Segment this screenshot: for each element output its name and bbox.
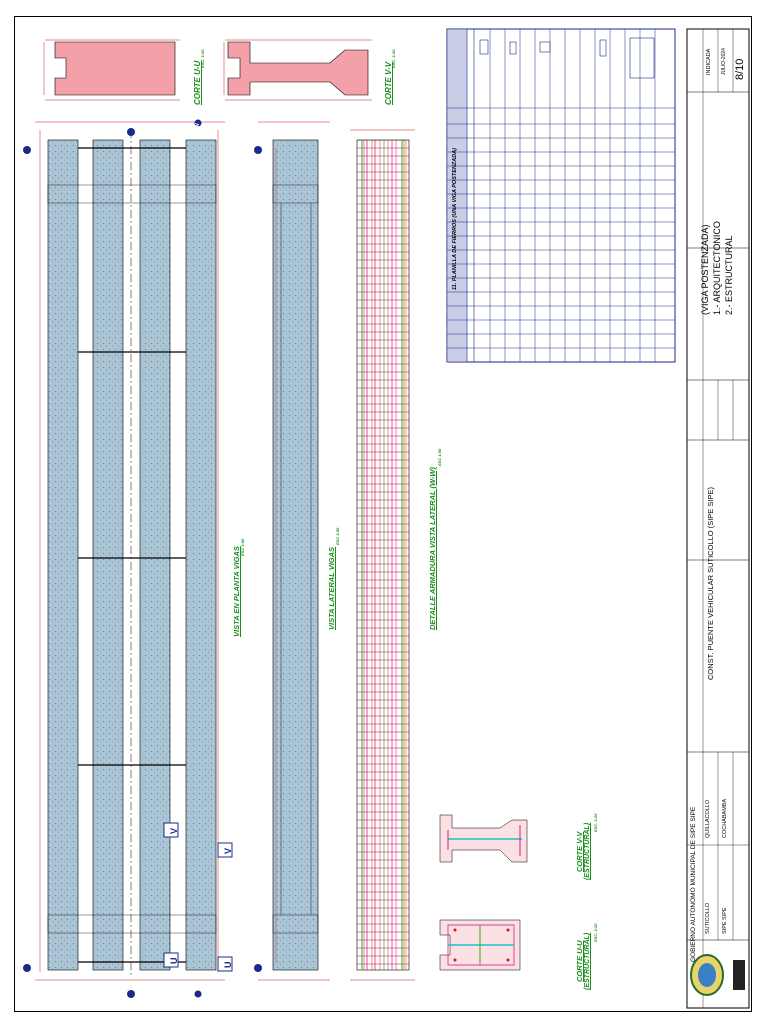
section-marker-u: U xyxy=(169,957,179,965)
corte-vv-section xyxy=(223,39,372,101)
tb-project: CONST. PUENTE VEHICULAR SUTICOLLO (SIPE … xyxy=(706,487,715,680)
planta-scale: ESC 1:50 xyxy=(240,538,245,556)
corte-uu-est-title: CORTE U-U xyxy=(575,940,584,982)
corte-vv-est-scale: ESC. 1:20 xyxy=(593,813,598,832)
title-block-frame xyxy=(686,28,750,1009)
tb-province: QUILLACOLLO xyxy=(705,799,711,838)
tb-content-2: 1.- ARQUITECTONICO xyxy=(712,221,722,315)
sheet-border xyxy=(14,16,752,1012)
armadura-scale: ESC 1:50 xyxy=(437,448,442,466)
table-title: 11. PLANILLA DE FIERROS (UNA VIGA POSTEN… xyxy=(452,148,458,290)
rebar-schedule-table xyxy=(446,28,676,363)
section-marker-w: W xyxy=(195,123,201,128)
tb-entity: GOBIERNO AUTONOMO MUNICIPAL DE SIPE SIPE xyxy=(690,806,697,962)
corte-vv-title: CORTE V-V xyxy=(384,61,393,105)
corte-uu-structural xyxy=(439,919,521,971)
reinforcement-detail xyxy=(350,129,415,981)
armadura-title: DETALLE ARMADURA VISTA LATERAL (W-W) xyxy=(428,467,437,630)
tb-municipality: SIPE SIPE xyxy=(722,907,728,934)
municipal-logo xyxy=(690,954,745,996)
section-marker-u-2: U xyxy=(223,961,233,969)
lateral-title: VISTA LATERAL VIGAS xyxy=(327,546,336,630)
corte-uu-est-scale: ESC. 1:20 xyxy=(593,923,598,942)
lateral-scale: ESC 1:50 xyxy=(335,527,340,545)
tb-community: SUTICOLLO xyxy=(705,902,711,934)
section-marker-v-2: V xyxy=(223,847,233,854)
tb-content-1: (VIGA POSTENZADA) xyxy=(700,224,710,315)
corte-vv-est-subtitle: (ESTRUCTURAL) xyxy=(584,822,591,880)
tb-department: COCHABAMBA xyxy=(722,798,728,838)
tb-sheet: 8/10 xyxy=(734,58,746,80)
tb-date: JULIO-2024 xyxy=(721,48,727,75)
corte-vv-scale: ESC. 1:20 xyxy=(391,49,396,68)
planta-title: VISTA EN PLANTA VIGAS xyxy=(232,546,241,637)
plan-view-beams xyxy=(23,119,233,998)
corte-uu-section xyxy=(43,39,180,101)
corte-vv-est-title: CORTE V-V xyxy=(575,831,584,872)
corte-uu-scale: ESC. 1:20 xyxy=(200,49,205,68)
tb-content-3: 2.- ESTRUCTURAL xyxy=(724,235,734,315)
tb-scale: INDICADA xyxy=(706,48,712,75)
section-marker-v: V xyxy=(169,827,179,834)
corte-vv-structural xyxy=(439,814,528,863)
corte-uu-est-subtitle: (ESTRUCTURAL) xyxy=(584,932,591,990)
lateral-view-beam xyxy=(254,121,330,981)
